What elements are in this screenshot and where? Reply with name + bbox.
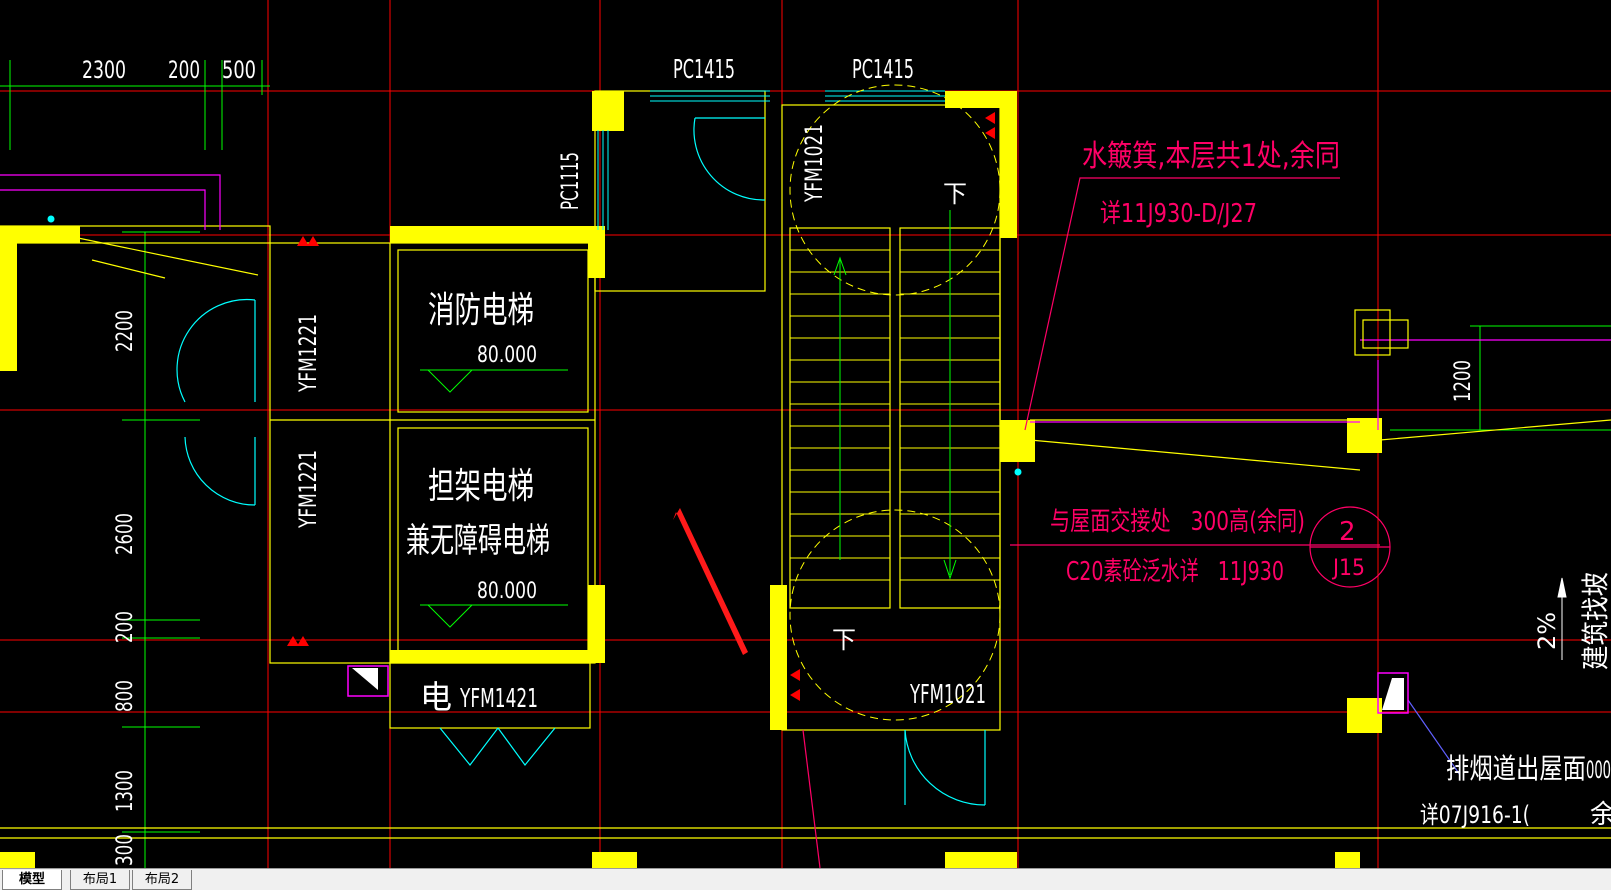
- slope-arrow: [1557, 577, 1567, 660]
- door-label-yfm1221-lower: YFM1221: [294, 450, 322, 529]
- vent-box: [1354, 309, 1409, 356]
- detail-bubble-number: 2: [1339, 517, 1356, 547]
- annotation-smoke-shaft-cut: 000: [1586, 756, 1611, 784]
- drain-point: [47, 215, 1022, 476]
- door-label-yfm1021-bottom: YFM1021: [909, 680, 986, 710]
- annotation-smoke-shaft-detail: 详07J916-1(: [1420, 801, 1530, 829]
- wall-solid-fill: [0, 91, 1382, 868]
- room-label-stretcher-elevator: 担架电梯: [428, 466, 534, 507]
- dim-left-2200: 2200: [113, 310, 138, 352]
- annotation-smoke-shaft: 排烟道出屋面: [1446, 752, 1586, 785]
- annotation-leaders: [0, 174, 1611, 868]
- window-label-pc1415-left: PC1415: [673, 55, 735, 85]
- stair-down-label-top: 下: [943, 180, 967, 208]
- stretcher-elevator-level: 80.000: [477, 579, 537, 604]
- room-label-accessible-elevator: 兼无障碍电梯: [406, 521, 550, 561]
- slope-text-label: 建筑找坡: [1579, 572, 1611, 670]
- stair-treads: [790, 249, 1000, 581]
- dim-right-1200: 1200: [1451, 360, 1476, 402]
- dim-top-200: 200: [168, 56, 200, 84]
- elevator-call-icon: [347, 665, 389, 697]
- room-label-fire-elevator: 消防电梯: [428, 290, 534, 331]
- tab-layout-2[interactable]: 布局2: [132, 870, 192, 890]
- annotation-roof-joint: 与屋面交接处 300高(余同): [1050, 507, 1305, 537]
- stair-down-label-bottom: 下: [832, 626, 856, 654]
- red-pointer-arrow: [673, 508, 748, 655]
- window-label-pc1115: PC1115: [556, 152, 584, 210]
- exhaust-fan-icon: [1377, 672, 1409, 714]
- door-label-yfm1421: YFM1421: [459, 684, 538, 714]
- dim-top-500: 500: [222, 56, 256, 84]
- detail-bubble-sheet: J15: [1331, 556, 1365, 581]
- wall-outlines: [0, 90, 1611, 839]
- annotation-rain-scupper: 水簸箕,本层共1处,余同: [1082, 139, 1340, 174]
- window-symbols: [597, 90, 945, 230]
- grid-bubble: [1309, 506, 1391, 588]
- stair-direction-arrows: [833, 210, 957, 580]
- level-triangles: [420, 369, 568, 628]
- stair-landing-arcs: [789, 84, 1001, 721]
- window-label-pc1415-right: PC1415: [852, 55, 914, 85]
- door-label-yfm1221-upper: YFM1221: [294, 314, 322, 393]
- annotation-smoke-shaft-cut2: 余: [1590, 800, 1611, 830]
- dim-left-1300: 1300: [113, 770, 138, 812]
- slope-percent-label: 2%: [1533, 612, 1561, 650]
- cad-drawing-canvas[interactable]: 2300 200 500 2200 2600 200 800 1300 300 …: [0, 0, 1611, 868]
- dim-left-200: 200: [113, 611, 138, 643]
- cad-text-layer: 2300 200 500 2200 2600 200 800 1300 300 …: [82, 55, 1611, 866]
- tab-model[interactable]: 模型: [2, 870, 62, 890]
- layout-tab-bar: 模型 布局1 布局2: [0, 868, 1611, 890]
- dim-left-2600: 2600: [113, 513, 138, 555]
- fire-elevator-level: 80.000: [477, 343, 537, 368]
- room-label-electrical: 电: [420, 678, 452, 716]
- annotation-roof-joint-detail: C20素砼泛水详 11J930: [1066, 557, 1284, 587]
- annotation-rain-scupper-detail: 详11J930-D/J27: [1100, 199, 1257, 229]
- red-arrow-marker: [287, 112, 995, 701]
- dim-top-2300: 2300: [82, 56, 126, 84]
- tab-layout-1[interactable]: 布局1: [70, 870, 130, 890]
- door-swings: [176, 117, 986, 806]
- dim-left-300: 300: [113, 834, 138, 866]
- door-label-yfm1021-top: YFM1021: [800, 124, 828, 203]
- dim-left-800: 800: [113, 680, 138, 712]
